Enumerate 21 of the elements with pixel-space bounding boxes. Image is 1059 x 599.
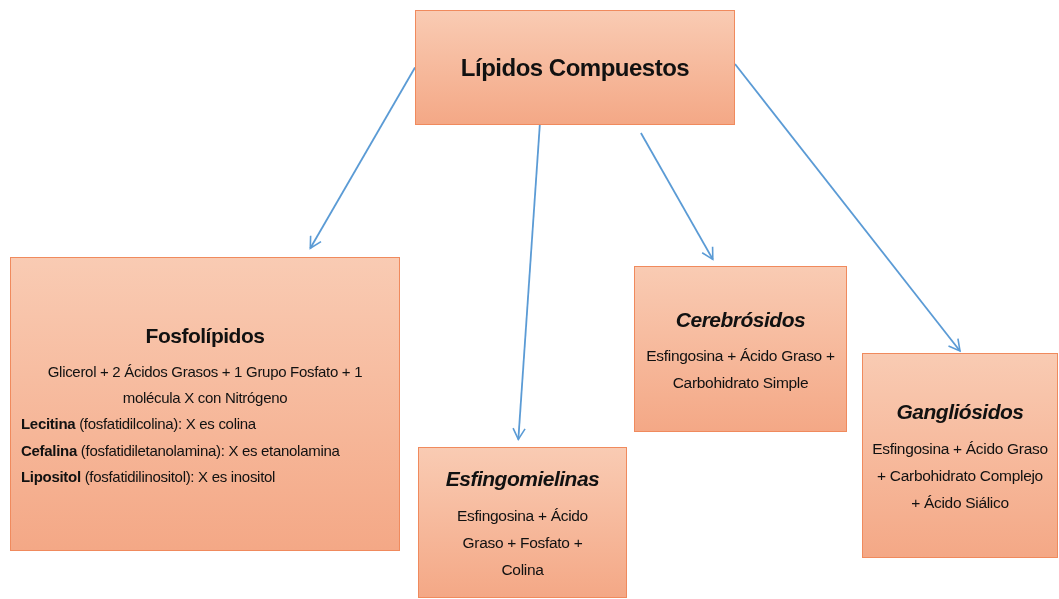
description: Esfingosina + Ácido Graso + Carbohidrato Complejo + Ácido Siálico (871, 439, 1049, 514)
category-box (862, 353, 1058, 558)
arrow (512, 124, 541, 441)
heading: Fosfolípidos (144, 323, 266, 349)
description: Esfingosina + Ácido Graso + Carbohidrato Simple (645, 346, 836, 394)
arrow (309, 66, 416, 250)
heading: Gangliósidos (896, 399, 1024, 426)
title-box (415, 10, 735, 125)
heading: Lípidos Compuestos (460, 52, 690, 83)
arrow (640, 132, 714, 261)
description: Glicerol + 2 Ácidos Grasos + 1 Grupo Fosfato + 1 molécula X con Nitrógeno (46, 361, 364, 408)
heading: Cerebrósidos (675, 306, 806, 333)
category-box (418, 447, 627, 598)
description: Cefalina (fosfatidiletanolamina): X es etanolamina (20, 440, 341, 461)
category-box (10, 257, 400, 551)
arrow (734, 63, 961, 352)
description: Esfingosina + Ácido Graso + Fosfato + Colina (456, 506, 589, 581)
heading: Esfingomielinas (445, 466, 600, 493)
description: Lecitina (fosfatidilcolina): X es colina (20, 414, 257, 435)
category-box (634, 266, 847, 432)
description: Lipositol (fosfatidilinositol): X es inositol (20, 466, 277, 487)
